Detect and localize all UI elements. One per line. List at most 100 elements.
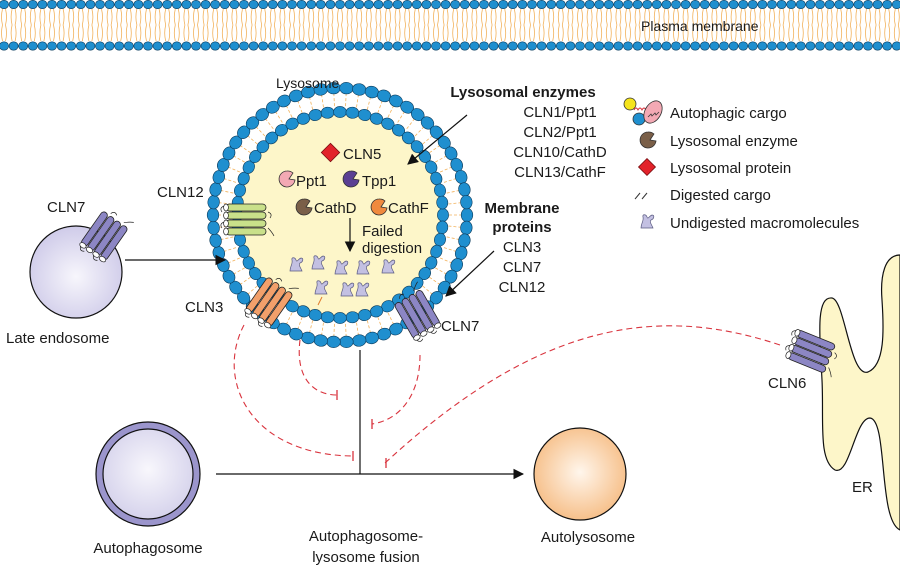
lipid-head	[248, 0, 259, 9]
lipid-head	[651, 0, 662, 9]
lipid-tail	[682, 24, 689, 42]
lipid-tail	[730, 8, 737, 26]
autolysosome-label: Autolysosome	[541, 529, 635, 546]
lipid-head	[661, 0, 672, 9]
lipid-tail	[247, 135, 258, 145]
lipid-head	[872, 0, 883, 9]
helix-end	[413, 334, 421, 341]
lipid-tail	[826, 8, 833, 26]
lipid-tail	[548, 8, 555, 26]
lipid-tail	[413, 8, 420, 26]
lipid-tail	[309, 97, 314, 110]
lipid-head	[642, 41, 653, 51]
endoplasmic-reticulum: ER	[819, 254, 900, 531]
helix-end	[223, 211, 229, 220]
lipid-head	[402, 41, 413, 51]
lipid-head	[85, 41, 96, 51]
lipid-head	[335, 41, 345, 51]
lipid-tail	[446, 236, 459, 240]
lipid-head	[437, 208, 449, 222]
lipid-head	[469, 41, 480, 51]
lipid-tail	[275, 112, 283, 123]
lipid-head	[229, 41, 240, 51]
autolysosome-vesicle	[533, 427, 627, 521]
lipid-tail	[625, 8, 631, 26]
lipid-tail	[452, 24, 459, 42]
lipid-tail	[874, 24, 881, 42]
lipid-tail	[269, 24, 276, 42]
lipid-tail	[481, 24, 487, 42]
lipid-head	[834, 0, 845, 9]
lipid-head	[306, 41, 317, 51]
lipid-head	[738, 41, 749, 51]
lipid-head	[613, 0, 624, 9]
lipid-tail	[345, 323, 347, 336]
legend-label: Undigested macromolecules	[670, 215, 859, 232]
lipid-tail	[387, 312, 394, 324]
lipid-tail	[429, 276, 440, 285]
lipid-tail	[68, 24, 75, 42]
lipid-tail	[644, 8, 651, 26]
cln3-label: CLN3	[185, 299, 223, 316]
cln7-lysosome-label: CLN7	[441, 318, 479, 335]
lipid-head	[18, 0, 29, 9]
lipid-tail	[615, 8, 622, 26]
lipid-head	[37, 0, 48, 9]
lipid-head	[603, 41, 614, 51]
lipid-tail	[644, 24, 651, 42]
helix-end	[223, 203, 229, 212]
lipid-tail	[778, 24, 785, 42]
lipid-head	[882, 0, 893, 9]
lipid-tail	[125, 8, 132, 26]
helix-end	[223, 219, 229, 228]
lipid-head	[757, 41, 768, 51]
autolysosome: Autolysosome	[533, 427, 635, 546]
lipid-tail	[855, 24, 862, 42]
cln12-membrane-protein-icon	[220, 203, 275, 237]
lipid-tail	[375, 8, 382, 26]
lipid-tail	[442, 8, 449, 26]
lipid-tail	[509, 24, 516, 42]
lysosomal-enzymes-title: Lysosomal enzymes	[450, 84, 595, 101]
lipid-head	[56, 0, 67, 9]
cln6-label: CLN6	[768, 375, 806, 392]
lipid-head	[440, 0, 451, 9]
lipid-tail	[448, 202, 461, 205]
lipid-head	[56, 41, 67, 51]
lipid-tail	[221, 236, 234, 240]
lipid-head	[776, 41, 787, 51]
autophagosome: Autophagosome	[93, 421, 203, 557]
lipid-tail	[260, 8, 267, 26]
lipid-head	[85, 0, 96, 9]
lipid-head	[623, 0, 633, 9]
lipid-tail	[250, 8, 257, 26]
lipid-head	[891, 0, 900, 9]
lipid-tail	[740, 24, 747, 42]
cln12-label: CLN12	[157, 184, 204, 201]
lipid-tail	[39, 24, 46, 42]
lipid-head	[747, 41, 758, 51]
lipid-head	[325, 41, 336, 51]
lipid-head	[66, 41, 77, 51]
lysosome-label: Lysosome	[276, 75, 340, 91]
lipid-tail	[481, 8, 487, 26]
inhibition-bars	[336, 390, 387, 468]
lipid-tail	[673, 8, 679, 26]
lipid-head	[287, 0, 297, 9]
lipid-tail	[256, 127, 266, 137]
lipid-tail	[356, 322, 359, 335]
lipid-tail	[224, 247, 237, 252]
lipid-tail	[240, 276, 251, 285]
lipid-tail	[394, 24, 401, 42]
lipid-tail	[212, 24, 219, 42]
lipid-head	[8, 41, 19, 51]
lipid-head	[536, 0, 547, 9]
lipid-head	[527, 0, 537, 9]
lipid-tail	[759, 8, 766, 26]
lipid-head	[632, 41, 643, 51]
lipid-head	[699, 0, 710, 9]
lipid-head	[277, 41, 288, 51]
autophagosome-inner-membrane	[102, 428, 194, 520]
lipid-tail	[797, 8, 804, 26]
lysosomal-enzyme-icon	[639, 131, 657, 149]
